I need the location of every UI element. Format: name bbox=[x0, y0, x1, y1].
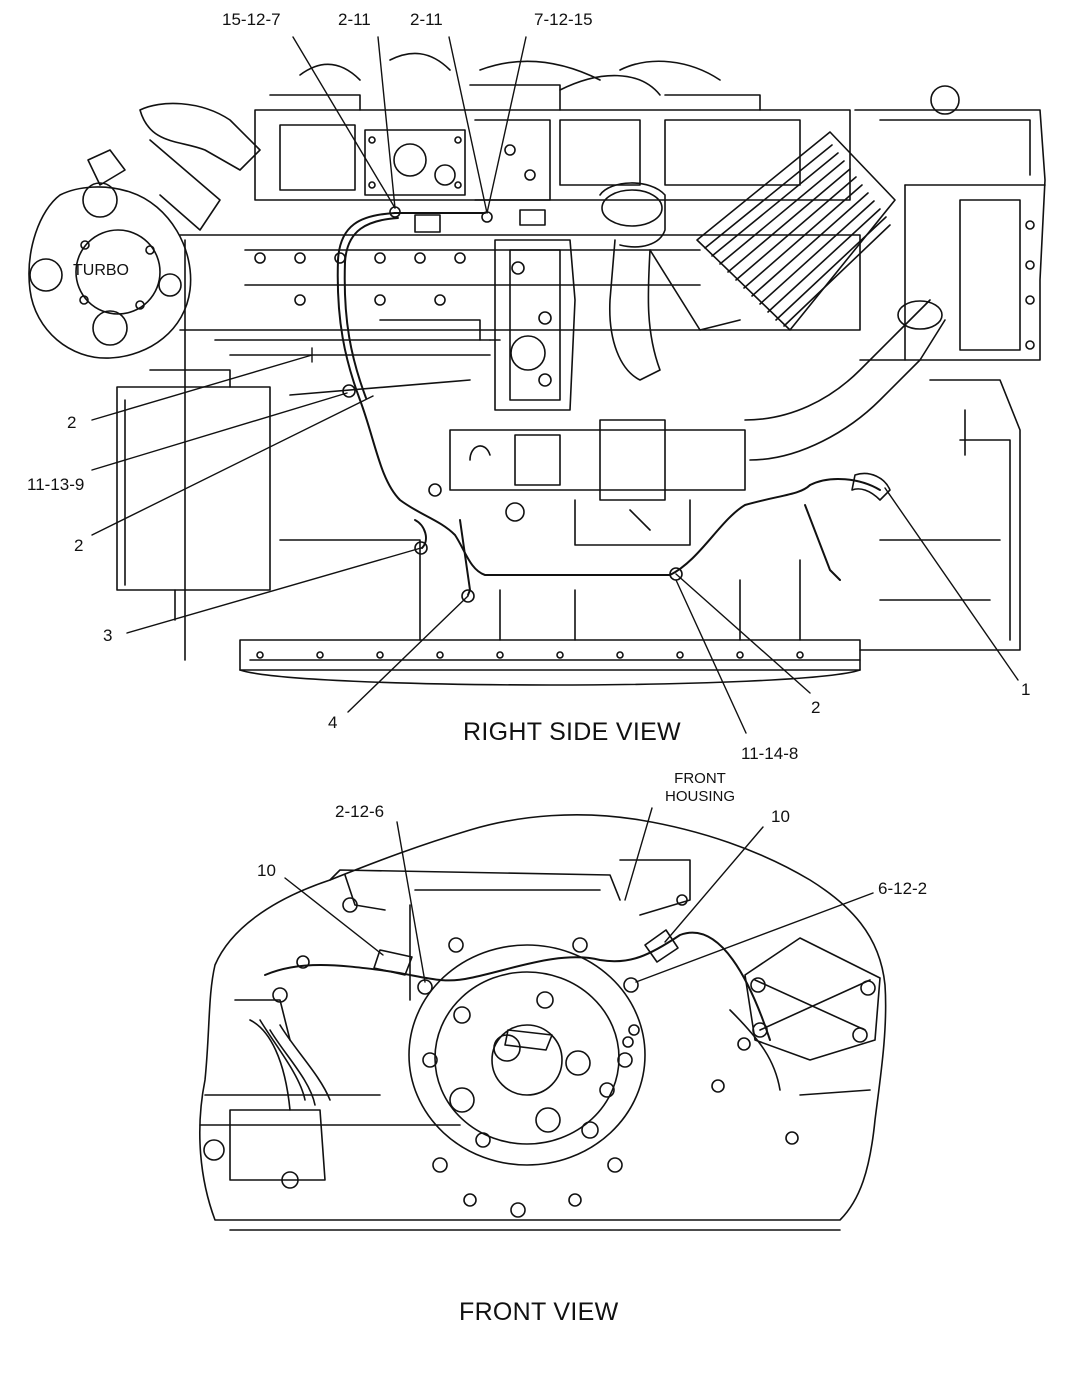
callout-2-upper: 2 bbox=[67, 413, 77, 432]
right-side-engine-drawing bbox=[28, 52, 1046, 686]
front-view-engine-drawing bbox=[199, 813, 887, 1231]
turbo-label: TURBO bbox=[73, 262, 129, 279]
rear-housing bbox=[854, 85, 1046, 651]
turbo-housing bbox=[28, 102, 261, 359]
right-view-leader-lines bbox=[91, 36, 1019, 734]
callout-6-12-2: 6-12-2 bbox=[878, 879, 928, 898]
callout-1: 1 bbox=[1021, 680, 1031, 699]
intake-pipe bbox=[744, 299, 946, 461]
left-side-box bbox=[116, 369, 271, 621]
wiring-harness bbox=[336, 212, 881, 596]
air-filter bbox=[696, 131, 896, 331]
callout-2-lower: 2 bbox=[811, 698, 821, 717]
callout-15-12-7: 15-12-7 bbox=[222, 10, 281, 29]
callout-3: 3 bbox=[103, 626, 113, 645]
front-view-leader-lines bbox=[284, 807, 874, 983]
callout-11-13-9: 11-13-9 bbox=[27, 475, 85, 494]
callout-11-14-8: 11-14-8 bbox=[741, 744, 799, 763]
valve-cover bbox=[254, 52, 851, 201]
turbo-outlet-pipe bbox=[599, 182, 741, 381]
starter-motor bbox=[428, 419, 746, 546]
callout-4: 4 bbox=[328, 713, 338, 732]
harness-connectors bbox=[342, 206, 891, 603]
callout-10-right: 10 bbox=[771, 807, 790, 826]
callout-10-left: 10 bbox=[257, 861, 276, 880]
front-view-title: FRONT VIEW bbox=[459, 1298, 619, 1326]
callout-2-middle: 2 bbox=[74, 536, 84, 555]
callout-7-12-15: 7-12-15 bbox=[534, 10, 593, 29]
oil-pan bbox=[239, 539, 861, 686]
callout-2-12-6: 2-12-6 bbox=[335, 802, 385, 821]
callout-2-11-right: 2-11 bbox=[410, 10, 443, 29]
callout-2-11-left: 2-11 bbox=[338, 10, 371, 29]
right-side-view-title: RIGHT SIDE VIEW bbox=[463, 718, 681, 746]
front-cover-plate bbox=[489, 239, 576, 411]
